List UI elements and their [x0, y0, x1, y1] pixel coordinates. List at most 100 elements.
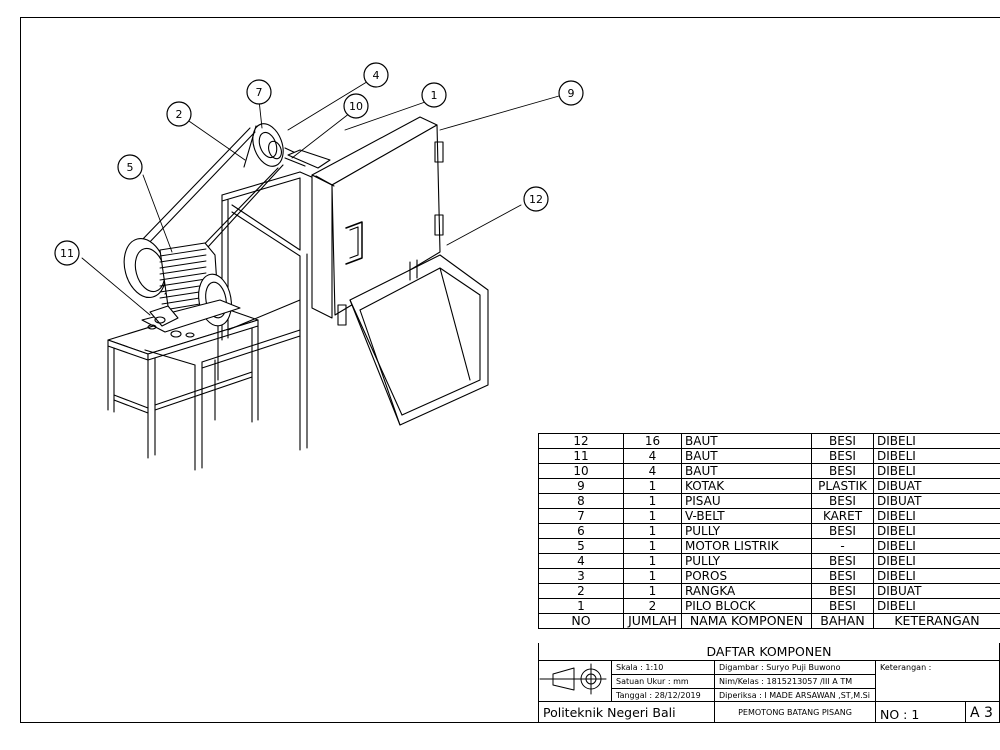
column-header-no: NO — [538, 613, 624, 629]
cell-bahan: BESI — [811, 568, 874, 584]
cell-no: 6 — [538, 523, 624, 539]
cell-jumlah: 1 — [623, 583, 682, 599]
callout-12: 12 — [529, 193, 543, 206]
cell-nama: PULLY — [681, 523, 812, 539]
callout-9: 9 — [568, 87, 575, 100]
callout-numbers: 1 2 4 5 7 9 10 11 12 — [60, 69, 575, 260]
column-header-nama: NAMA KOMPONEN — [681, 613, 812, 629]
cell-nama: MOTOR LISTRIK — [681, 538, 812, 554]
callout-4: 4 — [373, 69, 380, 82]
cell-no: 12 — [538, 433, 624, 449]
cell-jumlah: 1 — [623, 478, 682, 494]
paper-size: A 3 — [965, 701, 1000, 723]
cell-nama: V-BELT — [681, 508, 812, 524]
callout-11: 11 — [60, 247, 74, 260]
cell-keterangan: DIBELI — [873, 553, 1000, 569]
title-block: Skala : 1:10 Satuan Ukur : mm Tanggal : … — [538, 660, 1000, 723]
cell-nama: BAUT — [681, 433, 812, 449]
cell-jumlah: 1 — [623, 508, 682, 524]
institution-name: Politeknik Negeri Bali — [538, 701, 715, 723]
cell-bahan: BESI — [811, 553, 874, 569]
cell-keterangan: DIBUAT — [873, 478, 1000, 494]
date-label: Tanggal : 28/12/2019 — [611, 688, 715, 702]
cell-no: 7 — [538, 508, 624, 524]
output-chute — [349, 254, 489, 426]
cell-no: 1 — [538, 598, 624, 614]
cell-keterangan: DIBELI — [873, 508, 1000, 524]
components-table-header: NO JUMLAH NAMA KOMPONEN BAHAN KETERANGAN — [538, 613, 1000, 629]
cell-no: 4 — [538, 553, 624, 569]
cell-jumlah: 16 — [623, 433, 682, 449]
cell-no: 10 — [538, 463, 624, 479]
components-table-caption: DAFTAR KOMPONEN — [538, 643, 1000, 660]
cell-nama: BAUT — [681, 448, 812, 464]
cell-bahan: BESI — [811, 493, 874, 509]
callout-1: 1 — [431, 89, 438, 102]
callout-balloons — [54, 62, 584, 266]
electric-motor — [123, 238, 241, 338]
cutter-box — [287, 116, 444, 326]
column-header-bahan: BAHAN — [811, 613, 874, 629]
cell-nama: PULLY — [681, 553, 812, 569]
cell-bahan: BESI — [811, 463, 874, 479]
cell-keterangan: DIBELI — [873, 538, 1000, 554]
column-header-keterangan: KETERANGAN — [873, 613, 1000, 629]
unit-label: Satuan Ukur : mm — [611, 674, 715, 689]
callout-7: 7 — [256, 86, 263, 99]
cell-nama: PISAU — [681, 493, 812, 509]
cell-jumlah: 1 — [623, 493, 682, 509]
drawing-number: NO : 1 — [875, 701, 966, 723]
scale-label: Skala : 1:10 — [611, 660, 715, 675]
cell-no: 3 — [538, 568, 624, 584]
cell-jumlah: 1 — [623, 538, 682, 554]
cell-no: 8 — [538, 493, 624, 509]
drawing-sheet-border — [20, 17, 1000, 723]
cell-nama: POROS — [681, 568, 812, 584]
cell-jumlah: 1 — [623, 553, 682, 569]
cell-keterangan: DIBELI — [873, 598, 1000, 614]
cell-jumlah: 1 — [623, 523, 682, 539]
notes-label: Keterangan : — [875, 660, 1000, 702]
drawn-by-label: Digambar : Suryo Puji Buwono — [714, 660, 876, 675]
cell-bahan: BESI — [811, 433, 874, 449]
cell-jumlah: 1 — [623, 568, 682, 584]
cell-no: 5 — [538, 538, 624, 554]
callout-2: 2 — [176, 108, 183, 121]
projection-symbol-cell — [538, 660, 612, 702]
cell-jumlah: 4 — [623, 463, 682, 479]
cell-nama: KOTAK — [681, 478, 812, 494]
cell-no: 11 — [538, 448, 624, 464]
callout-10: 10 — [349, 100, 363, 113]
cell-no: 9 — [538, 478, 624, 494]
drawing-title: PEMOTONG BATANG PISANG — [714, 701, 876, 723]
leader-lines — [81, 79, 560, 316]
callout-5: 5 — [127, 161, 134, 174]
cell-nama: PILO BLOCK — [681, 598, 812, 614]
cell-nama: BAUT — [681, 463, 812, 479]
cell-bahan: PLASTIK — [811, 478, 874, 494]
cell-nama: RANGKA — [681, 583, 812, 599]
motor-stand — [107, 305, 259, 459]
column-header-jumlah: JUMLAH — [623, 613, 682, 629]
cell-bahan: BESI — [811, 598, 874, 614]
cell-jumlah: 2 — [623, 598, 682, 614]
cell-jumlah: 4 — [623, 448, 682, 464]
cell-bahan: KARET — [811, 508, 874, 524]
cell-bahan: BESI — [811, 583, 874, 599]
cell-bahan: BESI — [811, 448, 874, 464]
student-id-label: Nim/Kelas : 1815213057 /III A TM — [714, 674, 876, 689]
cell-keterangan: DIBELI — [873, 568, 1000, 584]
cell-keterangan: DIBELI — [873, 448, 1000, 464]
